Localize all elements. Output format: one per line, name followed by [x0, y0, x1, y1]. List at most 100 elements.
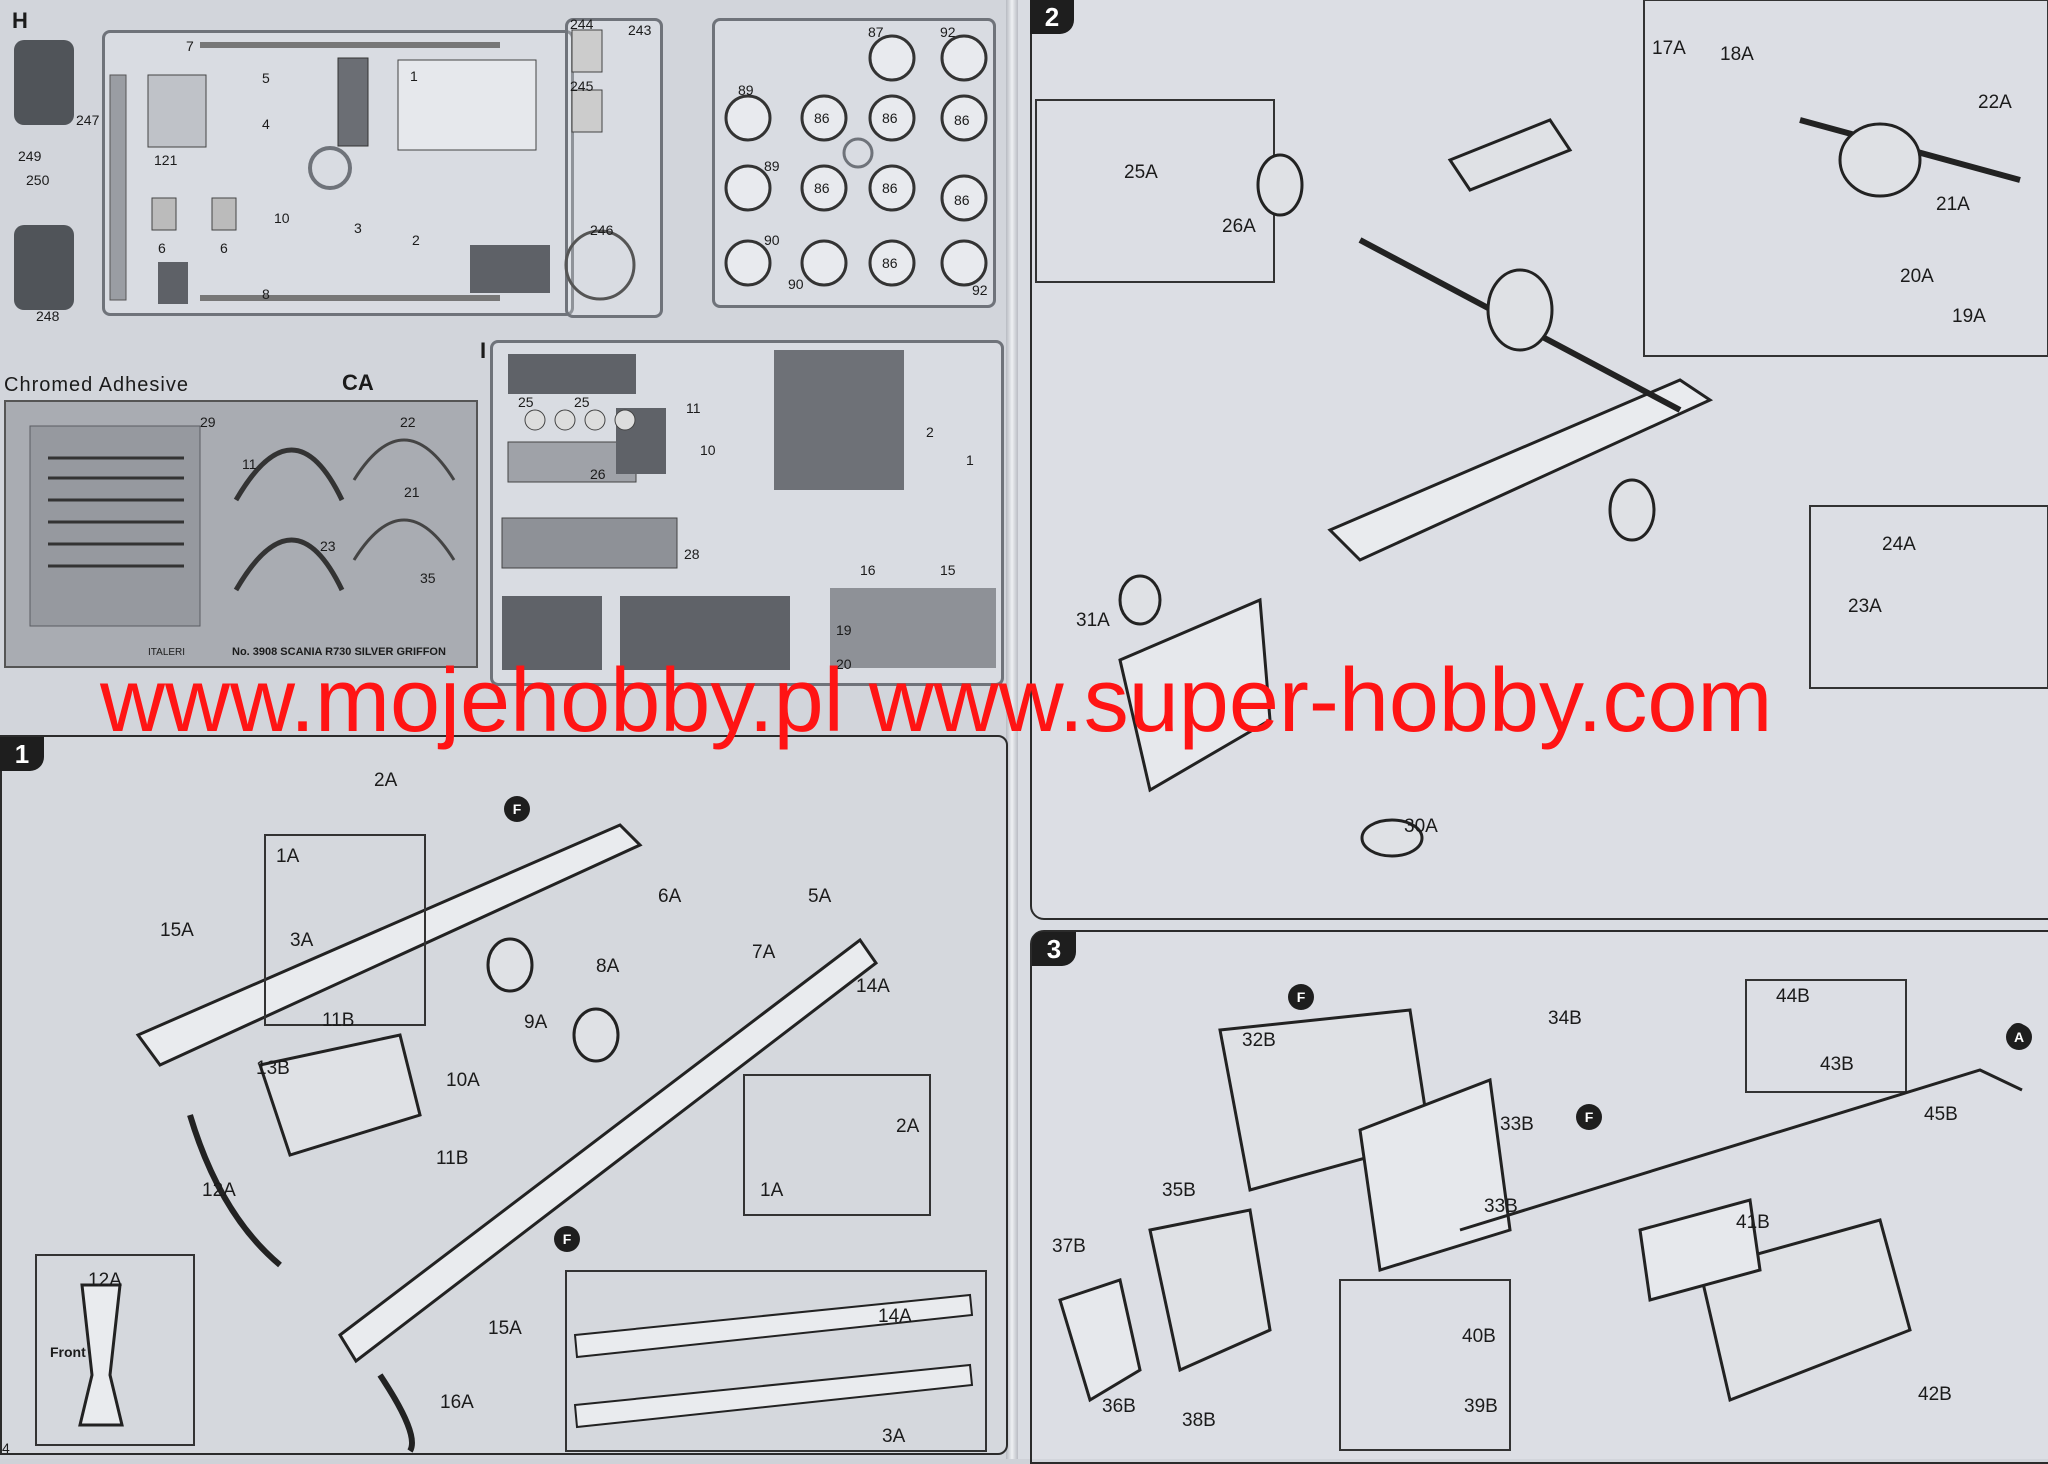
- wheel-part-label: 89: [764, 158, 780, 174]
- step-2-callout: 17A: [1652, 38, 1686, 59]
- step-3-callout: 38B: [1182, 1410, 1216, 1431]
- step-1-callout: 7A: [752, 942, 776, 963]
- wheel-part-label: 86: [882, 110, 898, 126]
- part-label: 25: [518, 394, 534, 410]
- step-1-callout: 2A: [374, 770, 398, 791]
- part-label: 6: [158, 240, 166, 256]
- booklet-spine: [1006, 0, 1018, 1459]
- part-label: 2: [926, 424, 934, 440]
- step-2-axle-drawing: [1035, 0, 2048, 858]
- part-label: 1: [966, 452, 974, 468]
- step-3-callout: 34B: [1548, 1008, 1582, 1029]
- step-2-number: 2: [1030, 0, 1074, 34]
- step-2-callout: 20A: [1900, 266, 1934, 287]
- sprue-i-letter: I: [480, 338, 487, 363]
- step-3-callout: 44B: [1776, 986, 1810, 1007]
- wheel-part-label: 92: [972, 282, 988, 298]
- page-number: 4: [2, 1440, 10, 1456]
- step-3-callout: 41B: [1736, 1212, 1770, 1233]
- step-1-callout: 11B: [322, 1010, 355, 1031]
- step-2-callout: 24A: [1882, 534, 1916, 555]
- step-1-callout: 9A: [524, 1012, 548, 1033]
- step-1-callout: 8A: [596, 956, 620, 977]
- part-label: 243: [628, 22, 652, 38]
- wheel-part-label: 86: [814, 110, 830, 126]
- part-label: 246: [590, 222, 614, 238]
- step-1-callout: 10A: [446, 1070, 480, 1091]
- step-1-number: 1: [0, 737, 44, 771]
- wheel-part-label: 92: [940, 24, 956, 40]
- chromed-adhesive-code: CA: [342, 370, 374, 395]
- part-label: 15: [940, 562, 956, 578]
- wheel-part-label: 86: [814, 180, 830, 196]
- step-3-callout: 36B: [1102, 1396, 1136, 1417]
- part-label: 5: [262, 70, 270, 86]
- step-1-callout: 16A: [440, 1392, 474, 1413]
- adhesive-brand: ITALERI: [148, 647, 186, 658]
- part-label: 249: [18, 148, 42, 164]
- step-1-callout: 2A: [896, 1116, 920, 1137]
- wheel-part-label: 89: [738, 82, 754, 98]
- wheel-part-label: 86: [882, 180, 898, 196]
- part-label: 1: [410, 68, 418, 84]
- step-1-callout-f: F: [554, 1226, 580, 1252]
- adhesive-number: 11: [242, 456, 257, 472]
- part-label: 19: [836, 622, 852, 638]
- step-1-callout: 3A: [882, 1426, 906, 1447]
- step-3-callout: 40B: [1462, 1326, 1496, 1347]
- part-label: 25: [574, 394, 590, 410]
- part-label: 16: [860, 562, 876, 578]
- step-2-callout: 26A: [1222, 216, 1256, 237]
- step-1-callout: 12A: [88, 1270, 122, 1291]
- step-1-callout: 6A: [658, 886, 682, 907]
- step-1-callout: 11B: [436, 1148, 469, 1169]
- step-1-callout: 5A: [808, 886, 832, 907]
- step-3-callout: 35B: [1162, 1180, 1196, 1201]
- part-label: 26: [590, 466, 606, 482]
- step-3-panel: [1030, 930, 2048, 1464]
- part-label: 7: [186, 38, 194, 54]
- adhesive-number: 29: [200, 414, 216, 430]
- step-3-callout: 37B: [1052, 1236, 1086, 1257]
- step-1-callout: 15A: [160, 920, 194, 941]
- step-3-callout-a: A: [2006, 1024, 2032, 1050]
- part-label: 2: [412, 232, 420, 248]
- sprue-h-letter: H: [12, 8, 28, 33]
- step-2-callout: 21A: [1936, 194, 1970, 215]
- step-1-callout: 3A: [290, 930, 314, 951]
- step-2-callout: 30A: [1404, 816, 1438, 837]
- adhesive-number: 35: [420, 570, 436, 586]
- step-3-callout: 43B: [1820, 1054, 1854, 1075]
- part-label: 248: [36, 308, 60, 324]
- step-3-callout-f: F: [1576, 1104, 1602, 1130]
- sprue-g-wheels-drawing: [724, 34, 988, 287]
- step-1-callout: 13B: [256, 1058, 290, 1079]
- wheel-part-label: 86: [954, 112, 970, 128]
- step-3-callout: 42B: [1918, 1384, 1952, 1405]
- step-1-callout: 15A: [488, 1318, 522, 1339]
- chromed-adhesive-title: Chromed Adhesive: [4, 374, 189, 396]
- wheel-part-label: 86: [882, 255, 898, 271]
- step-2-callout: 19A: [1952, 306, 1986, 327]
- adhesive-number: 23: [320, 538, 336, 554]
- step-1-callout: 1A: [760, 1180, 784, 1201]
- part-label: 244: [570, 16, 594, 32]
- step-2-callout: 23A: [1848, 596, 1882, 617]
- step-3-engine-drawing: [1058, 979, 2027, 1451]
- chromed-adhesive-drawing: [29, 425, 456, 627]
- part-label: 10: [700, 442, 716, 458]
- wheel-part-label: 87: [868, 24, 884, 40]
- step-2-callout: 25A: [1124, 162, 1158, 183]
- step-3-callout: 39B: [1464, 1396, 1498, 1417]
- step-3-number: 3: [1032, 932, 1076, 966]
- watermark-urls: www.mojehobby.pl www.super-hobby.com: [100, 651, 1773, 751]
- part-label: 20: [836, 656, 852, 672]
- front-label: Front: [50, 1344, 86, 1360]
- step-2-callout: 22A: [1978, 92, 2012, 113]
- part-label: 4: [262, 116, 270, 132]
- wheel-part-label: 90: [788, 276, 804, 292]
- step-1-chassis-drawing: [35, 823, 987, 1453]
- part-label: 11: [686, 400, 701, 416]
- part-label: 121: [154, 152, 178, 168]
- part-label: 250: [26, 172, 50, 188]
